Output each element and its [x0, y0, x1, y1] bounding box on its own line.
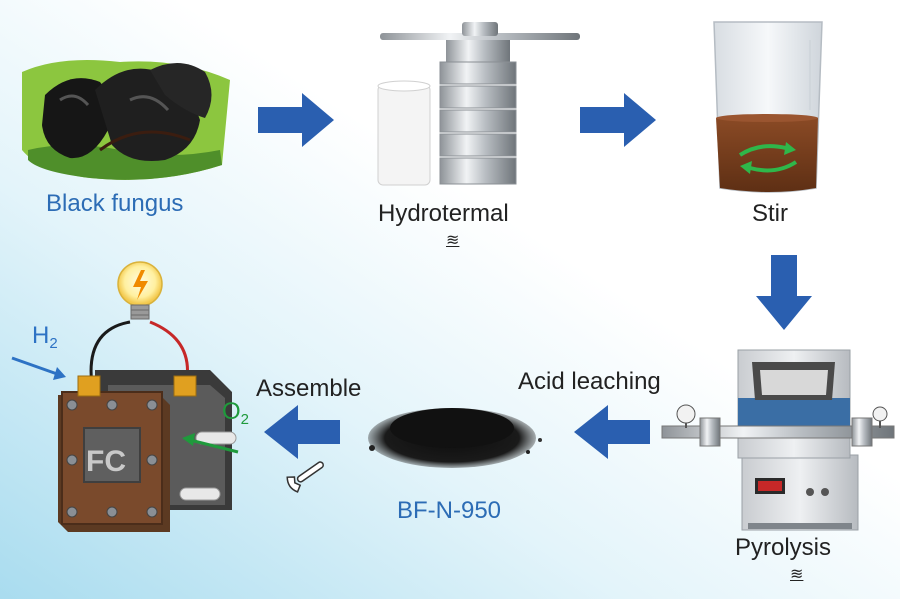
label-acid-leaching: Acid leaching	[518, 368, 661, 395]
arrow-hydrothermal-to-stir	[580, 93, 656, 147]
stir-rotation-icon	[738, 142, 798, 174]
steam-heat-icon: ≋	[446, 230, 460, 249]
steam-heat-icon: ≋	[790, 564, 804, 583]
label-stir: Stir	[752, 200, 788, 227]
o2-label: O2	[222, 398, 250, 428]
label-product: BF-N-950	[397, 497, 502, 524]
arrow-pyrolysis-to-product	[574, 405, 650, 459]
fuel-cell-label: FC	[86, 445, 126, 478]
fuel-cell-device	[11, 261, 239, 532]
wrench-icon	[286, 461, 324, 493]
hydrothermal-autoclave-image	[377, 22, 580, 186]
h2-label: H2	[32, 322, 58, 352]
label-pyrolysis: Pyrolysis	[735, 534, 832, 561]
arrow-stir-to-pyrolysis	[756, 255, 812, 330]
tube-furnace-image	[661, 349, 895, 531]
carbon-powder-image	[368, 408, 542, 468]
arrow-product-to-fuel-cell	[264, 405, 340, 459]
stir-beaker-image	[713, 21, 823, 193]
light-bulb-icon	[117, 261, 163, 320]
arrow-fungus-to-hydrothermal	[258, 93, 334, 147]
label-hydrothermal: Hydrotermal	[378, 200, 509, 227]
label-black-fungus: Black fungus	[46, 190, 184, 217]
label-assemble: Assemble	[256, 375, 362, 402]
black-fungus-image	[22, 59, 230, 180]
